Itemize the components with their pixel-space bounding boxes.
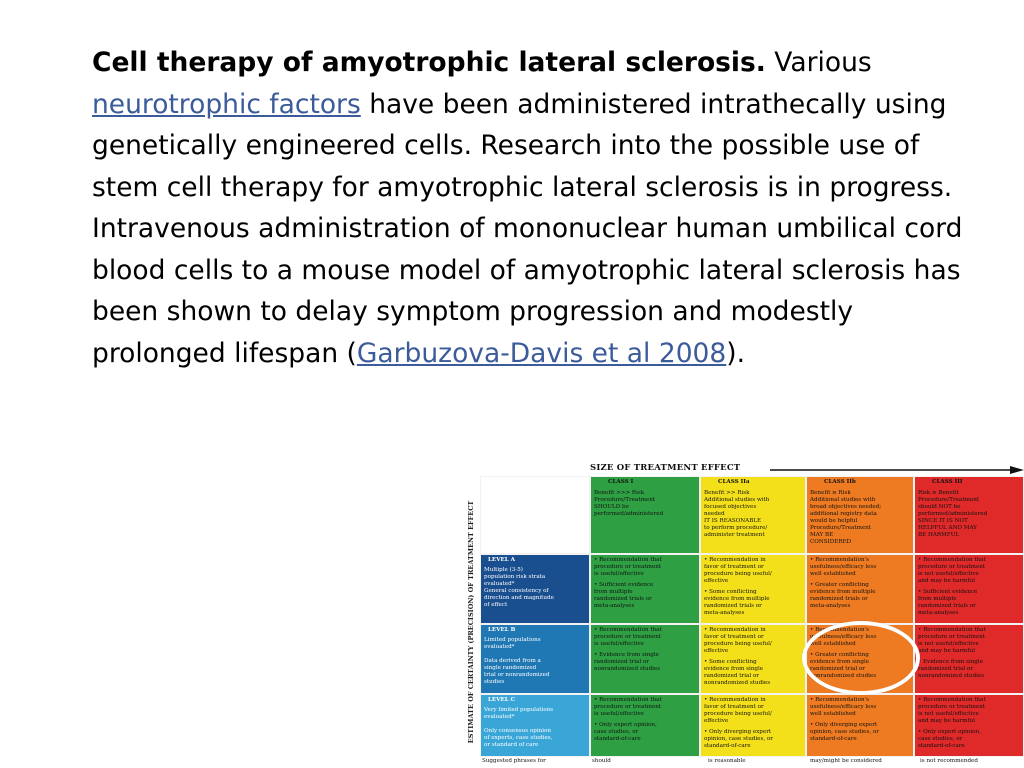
phrase-class1: should [592,758,611,764]
arrow-right-icon [770,466,1024,474]
class-title: CLASS IIb [824,479,856,485]
neurotrophic-factors-link[interactable]: neurotrophic factors [92,88,361,120]
cell-level-a-class2b: • Recommendation's usefulness/efficacy l… [806,554,914,624]
recommendation-text: • Sufficient evidence from multiple rand… [918,589,978,616]
cell-level-a-class1: • Recommendation that procedure or treat… [590,554,700,624]
recommendation-text: • Recommendation that procedure or treat… [594,557,662,577]
cell-level-c-class1: • Recommendation that procedure or treat… [590,694,700,757]
level-a-cell: LEVEL A Multiple (3-5) population risk st… [480,554,590,624]
recommendation-text: • Recommendation in favor of treatment o… [704,697,772,724]
size-of-treatment-effect-label: SIZE OF TREATMENT EFFECT [590,463,741,473]
paragraph-cord-blood: Intravenous administration of mononuclea… [92,208,972,374]
class-description: Benefit >> Risk Additional studies with … [704,490,770,538]
recommendation-text: • Some conflicting evidence from multipl… [704,589,770,616]
level-description: Limited populations evaluated* Data deri… [484,637,550,685]
slide-text: Cell therapy of amyotrophic lateral scle… [92,42,972,374]
paragraph-text: Various [765,47,872,78]
paragraph-title: Cell therapy of amyotrophic lateral scle… [92,47,766,78]
recommendation-text: • Recommendation's usefulness/efficacy l… [810,557,877,577]
class-title: CLASS III [932,479,963,485]
recommendation-text: • Recommendation in favor of treatment o… [704,627,772,654]
phrase-class3: is not recommended [920,758,978,764]
header-class3: CLASS III Risk ≥ Benefit Procedure/Treatm… [914,476,1024,554]
recommendation-text: • Only diverging expert opinion, case st… [704,729,773,749]
cell-level-b-class1: • Recommendation that procedure or treat… [590,624,700,694]
level-description: Very limited populations evaluated* Only… [484,707,554,748]
recommendation-text: • Only diverging expert opinion, case st… [810,722,879,742]
certainty-axis-text: ESTIMATE OF CERTAINTY (PRECISION) OF TRE… [467,500,476,743]
level-title: LEVEL C [488,697,516,703]
recommendation-text: • Evidence from single randomized trial … [594,652,661,672]
paragraph-cell-therapy: Cell therapy of amyotrophic lateral scle… [92,42,972,208]
class-title: CLASS IIa [718,479,750,485]
recommendation-text: • Greater conflicting evidence from mult… [810,582,876,609]
suggested-phrases-label: Suggested phrases for [482,758,546,764]
highlight-circle [802,621,920,695]
certainty-axis-label: ESTIMATE OF CERTAINTY (PRECISION) OF TRE… [462,479,480,764]
cell-level-c-class2a: • Recommendation in favor of treatment o… [700,694,806,757]
phrase-class2b: may/might be considered [810,758,882,764]
cell-level-b-class3: • Recommendation that procedure or treat… [914,624,1024,694]
level-title: LEVEL B [488,627,516,633]
recommendation-text: • Recommendation in favor of treatment o… [704,557,772,584]
class-description: Risk ≥ Benefit Procedure/Treatment shoul… [918,490,988,538]
level-description: Multiple (3-5) population risk strata ev… [484,567,554,608]
paragraph-text: have been administered intrathecally usi… [92,88,953,203]
cell-level-c-class2b: • Recommendation's usefulness/efficacy l… [806,694,914,757]
garbuzova-davis-link[interactable]: Garbuzova-Davis et al 2008 [356,337,727,369]
level-c-cell: LEVEL C Very limited populations evaluate… [480,694,590,757]
suggested-phrases-row: Suggested phrases for should is reasonab… [480,757,1024,768]
level-b-cell: LEVEL B Limited populations evaluated* Da… [480,624,590,694]
class-description: Benefit >>> Risk Procedure/Treatment SHO… [594,490,664,517]
recommendation-text: • Recommendation that procedure or treat… [918,697,986,724]
cell-level-c-class3: • Recommendation that procedure or treat… [914,694,1024,757]
header-class1: CLASS I Benefit >>> Risk Procedure/Treatm… [590,476,700,554]
recommendation-text: • Sufficient evidence from multiple rand… [594,582,654,609]
cell-level-a-class3: • Recommendation that procedure or treat… [914,554,1024,624]
blank-corner-cell [480,476,590,554]
recommendation-text: • Recommendation that procedure or treat… [918,557,986,584]
recommendation-text: • Recommendation that procedure or treat… [918,627,986,654]
cell-level-a-class2a: • Recommendation in favor of treatment o… [700,554,806,624]
recommendation-text: • Recommendation that procedure or treat… [594,627,662,647]
paragraph-text: ). [726,337,746,369]
cell-level-b-class2a: • Recommendation in favor of treatment o… [700,624,806,694]
phrase-class2a: is reasonable [708,758,746,764]
recommendation-text: • Recommendation that procedure or treat… [594,697,662,717]
recommendation-text: • Some conflicting evidence from single … [704,659,771,686]
recommendation-text: • Evidence from single randomized trial … [918,659,985,679]
class-description: Benefit ≥ Risk Additional studies with b… [810,490,882,545]
level-title: LEVEL A [488,557,516,563]
paragraph-text: Intravenous administration of mononuclea… [92,213,963,369]
recommendation-text: • Only expert opinion, case studies, or … [594,722,657,742]
class-title: CLASS I [608,479,634,485]
recommendation-text: • Recommendation's usefulness/efficacy l… [810,697,877,717]
recommendation-text: • Only expert opinion, case studies, or … [918,729,981,749]
recommendation-classification-figure: SIZE OF TREATMENT EFFECT ESTIMATE OF CER… [462,461,1024,768]
